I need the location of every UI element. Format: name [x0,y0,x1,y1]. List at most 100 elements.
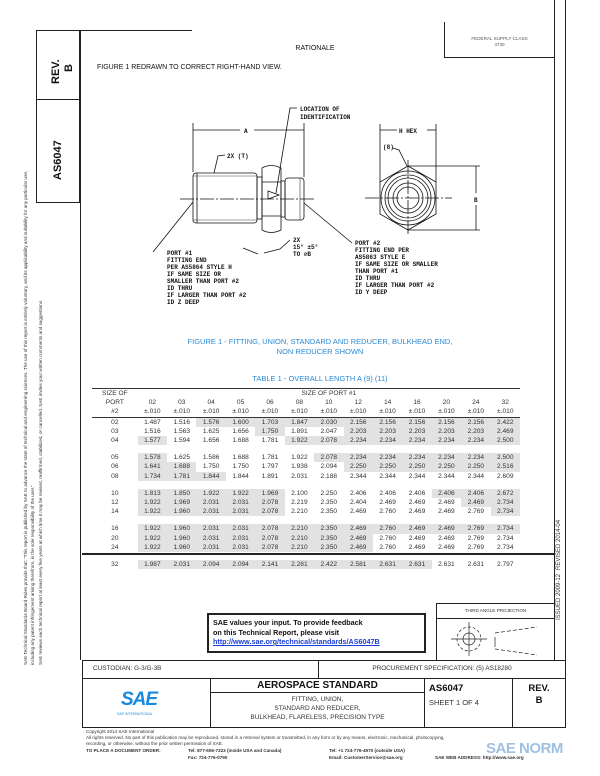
column-header: 16 [413,399,421,407]
length-cell: 2.406 [431,488,462,499]
length-cell: 1.688 [167,462,197,472]
length-cell: 2.581 [343,560,373,570]
svg-text:FITTING END: FITTING END [167,257,207,264]
length-cell: 1.813 [137,488,168,499]
tel-outside: Tel: +1 724-776-4970 (outside USA) [329,747,405,753]
svg-text:ID THRU: ID THRU [355,275,381,282]
length-cell: 2.234 [372,436,403,446]
length-cell: 2.734 [490,524,520,534]
length-cell: 2.141 [255,560,285,570]
length-cell: 2.469 [408,543,426,551]
length-cell: 2.078 [314,453,344,463]
feedback-link[interactable]: http://www.sae.org/technical/standards/A… [213,637,380,646]
third-angle-projection-symbol [451,622,538,656]
length-cell: 1.625 [202,427,220,435]
column-header: 14 [383,399,392,407]
length-cell: 2.769 [467,543,485,551]
length-cell: 2.760 [379,543,396,551]
length-cell: 2.469 [343,533,373,543]
length-cell: 2.469 [438,534,455,542]
length-cell: 2.078 [255,498,285,508]
port2-size: 03 [111,427,119,435]
footer: Copyright 2014 SAE International All rig… [86,729,556,762]
length-cell: 2.031 [225,498,256,508]
length-cell: 1.586 [202,454,220,462]
length-cell: 2.219 [291,499,308,507]
length-cell: 1.922 [137,498,168,508]
column-tolerance: ±.010 [255,407,285,418]
length-cell: 2.469 [438,543,455,551]
length-cell: 1.922 [291,454,308,462]
length-cell: 2.760 [372,524,403,534]
length-cell: 2.234 [461,436,491,446]
length-cell: 2.250 [461,462,491,472]
length-cell: 2.734 [490,498,520,508]
column-header: 10 [325,399,333,407]
sheet-number: SHEET 1 OF 4 [429,698,479,707]
column-tolerance: ±.010 [402,407,432,418]
custodian-text: CUSTODIAN: G-3/G-3B [93,665,162,672]
length-cell: 2.078 [255,533,285,543]
length-cell: 2.406 [379,489,396,497]
length-cell: 2.734 [497,534,514,542]
svg-text:AS5863 STYLE E: AS5863 STYLE E [355,254,406,261]
location-note-1: LOCATION OF [300,106,340,113]
length-cell: 2.469 [438,508,455,516]
length-cell: 1.969 [167,498,197,508]
fax: Fax: 724-776-0790 [188,754,228,760]
port2-size: 16 [111,525,119,533]
length-cell: 2.422 [314,560,344,570]
length-cell: 2.631 [372,560,403,570]
length-cell: 2.156 [343,417,373,427]
copyright: Copyright 2014 SAE International [86,729,155,734]
column-tolerance: ±.010 [314,407,344,418]
length-cell: 2.234 [372,453,403,463]
length-cell: 1.688 [232,454,249,462]
length-cell: 2.631 [467,561,485,569]
length-cell: 1.656 [232,427,249,435]
length-cell: 2.234 [431,453,462,463]
length-cell: 1.797 [261,463,279,471]
frame-right-line-outer [565,0,567,660]
length-cell: 2.031 [225,533,256,543]
length-cell: 1.844 [196,471,226,481]
length-cell: 2.031 [167,560,197,570]
column-tolerance: ±.010 [372,407,403,418]
column-tolerance: ±.010 [137,407,168,418]
length-cell: 1.578 [137,453,168,463]
thread-note: 2X (T) [227,153,249,160]
length-cell: 2.350 [320,508,338,516]
length-cell: 2.672 [490,488,520,499]
length-cell: 2.031 [196,507,226,517]
issued-date: ISSUED 2009-12 [556,573,562,620]
length-cell: 1.938 [291,463,308,471]
length-cell: 1.960 [167,533,197,543]
length-cell: 2.469 [349,508,367,516]
column-header: 12 [354,399,362,407]
length-cell: 1.891 [261,472,279,480]
length-cell: 1.850 [167,488,197,499]
length-cell: 1.563 [173,427,191,435]
length-cell: 2.609 [497,472,514,480]
length-cell: 2.100 [291,489,308,497]
location-note-2: IDENTIFICATION [300,114,351,121]
length-cell: 2.030 [314,417,344,427]
length-cell: 2.469 [343,524,373,534]
length-cell: 2.422 [490,417,520,427]
length-cell: 1.781 [261,437,279,445]
row-header-3: #2 [92,407,138,418]
length-cell: 2.469 [408,499,426,507]
length-cell: 2.469 [408,508,426,516]
svg-text:PER AS5864 STYLE H: PER AS5864 STYLE H [167,264,232,271]
length-cell: 2.344 [467,472,485,480]
svg-text:FITTING END PER: FITTING END PER [355,247,409,254]
figure-1-drawing: A 2X (T) LOCATION OF IDENTIFICATION 2X 1… [152,106,480,306]
chamfer-note-1: 2X [293,237,301,244]
length-cell: 1.922 [137,533,168,543]
length-cell: 2.203 [402,426,432,437]
column-header: 03 [178,399,186,407]
length-cell: 2.234 [343,453,373,463]
port2-size: 32 [111,561,119,569]
